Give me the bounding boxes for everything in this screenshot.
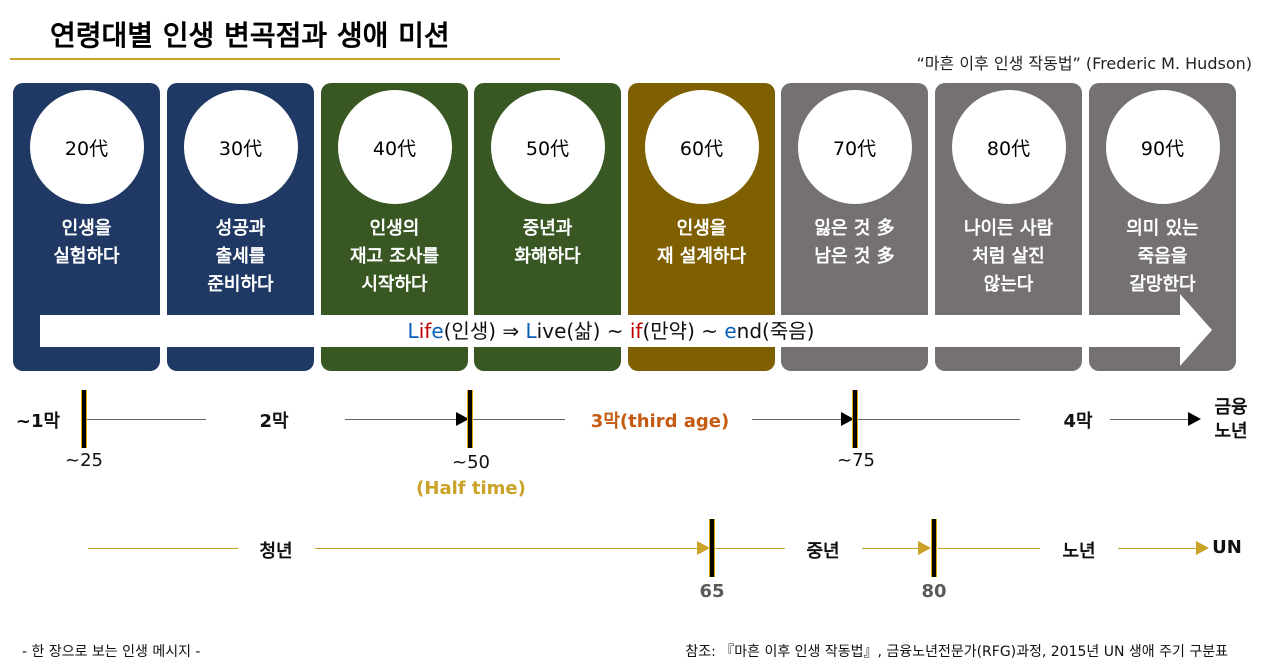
decade-mission: 잃은 것 多 남은 것 多 (814, 218, 895, 267)
timeline-line (86, 419, 206, 420)
decade-badge: 80代 (951, 90, 1066, 204)
decade-mission: 인생의 재고 조사를 시작하다 (349, 218, 440, 295)
arrow-head-icon (1188, 412, 1201, 426)
act-2-label: 2막 (259, 411, 289, 432)
decade-mission: 의미 있는 죽음을 갈망한다 (1126, 218, 1199, 295)
arrow-head-icon (697, 541, 710, 555)
timeline-line (858, 419, 1020, 420)
age-75-label: ~75 (837, 450, 875, 471)
arrow-head-icon (918, 541, 931, 555)
arrow-head-icon (1180, 294, 1212, 366)
arrow-head-icon (841, 412, 854, 426)
page-title: 연령대별 인생 변곡점과 생애 미션 (50, 19, 450, 52)
life-live-if-end-text: Life(인생) ⇒ Live(삶) ~ if(만약) ~ end(죽음) (407, 319, 815, 343)
age-marker-50 (467, 390, 473, 448)
financial-old-age-label: 금융 노년 (1214, 397, 1248, 442)
timeline-line (345, 419, 463, 420)
footer-reference: 참조: 『마흔 이후 인생 작동법』, 금융노년전문가(RFG)과정, 2015… (685, 644, 1228, 660)
decade-mission: 인생을 재 설계하다 (656, 218, 747, 267)
decade-mission: 성공과 출세를 준비하다 (207, 218, 274, 295)
age-65-label: 65 (699, 581, 725, 602)
old-age-label: 노년 (1062, 541, 1096, 562)
un-timeline-line (862, 548, 922, 549)
decade-badge: 50代 (490, 90, 605, 204)
decade-badge: 40代 (337, 90, 452, 204)
decade-mission: 인생을 실험하다 (53, 218, 120, 267)
youth-label: 청년 (259, 541, 293, 562)
decade-badge: 90代 (1105, 90, 1220, 204)
un-timeline-line (315, 548, 700, 549)
timeline-line (470, 419, 565, 420)
decade-badge: 70代 (797, 90, 912, 204)
un-timeline-line (88, 548, 238, 549)
timeline-line (1110, 419, 1190, 420)
decade-badge: 30代 (183, 90, 298, 204)
arrow-head-icon (456, 412, 469, 426)
act-4-label: 4막 (1063, 411, 1093, 432)
title-underline (10, 58, 560, 60)
age-80-label: 80 (921, 581, 947, 602)
decade-badge: 60代 (644, 90, 759, 204)
decade-mission: 중년과 화해하다 (514, 218, 581, 267)
age-marker-25 (81, 390, 87, 448)
un-timeline-line (715, 548, 785, 549)
age-marker-75 (852, 390, 858, 448)
un-timeline-line (938, 548, 1040, 549)
decade-badge: 20代 (29, 90, 144, 204)
un-timeline-line (1118, 548, 1198, 549)
footer-message: - 한 장으로 보는 인생 메시지 - (22, 644, 201, 660)
age-25-label: ~25 (65, 450, 103, 471)
arrow-head-icon (1196, 541, 1209, 555)
un-marker-65 (709, 519, 715, 577)
source-citation: “마흔 이후 인생 작동법” (Frederic M. Hudson) (916, 54, 1252, 73)
age-50-label: ~50 (452, 452, 490, 473)
act-3-label: 3막(third age) (590, 411, 730, 432)
un-label: UN (1212, 537, 1242, 558)
un-marker-80 (931, 519, 937, 577)
act-1-label: ~1막 (15, 411, 61, 432)
timeline-line (752, 419, 852, 420)
decade-mission: 나이든 사람 처럼 살진 않는다 (963, 218, 1054, 295)
middle-age-label: 중년 (806, 541, 840, 562)
half-time-label: (Half time) (416, 478, 526, 499)
life-arrow-band (40, 315, 1182, 347)
